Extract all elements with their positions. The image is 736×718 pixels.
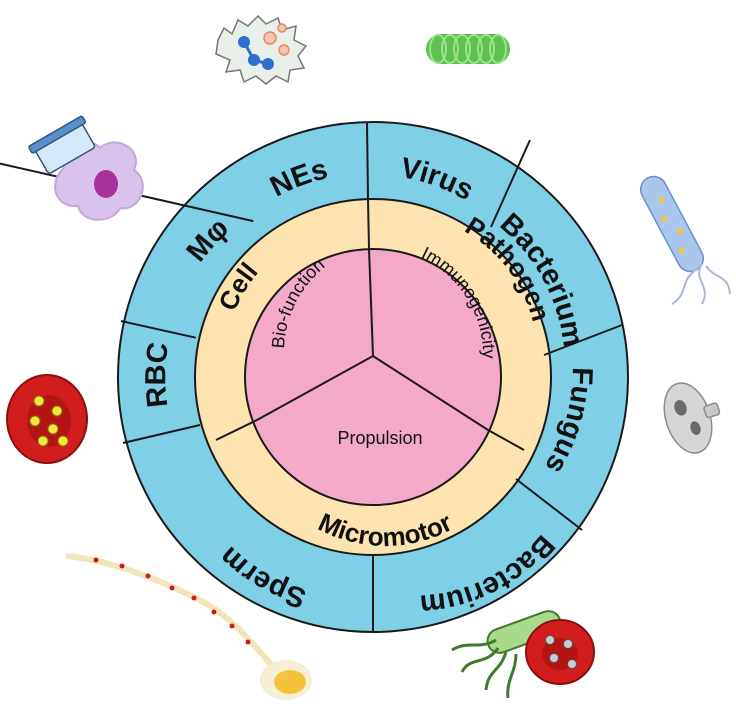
outer-divider-bacterium-fungus bbox=[543, 324, 623, 356]
sperm-cell-icon bbox=[65, 553, 312, 700]
outer-divider-rbc-mphi bbox=[120, 320, 196, 339]
inner-divider-top bbox=[368, 248, 374, 357]
middle-divider-micromotor-cell bbox=[215, 419, 258, 441]
rod-bacterium-icon bbox=[639, 175, 731, 305]
inner-label-propulsion: Propulsion bbox=[337, 428, 422, 448]
virus-capsule-icon bbox=[426, 34, 510, 64]
bacterium-with-rbc-icon bbox=[451, 610, 595, 699]
middle-divider-pathogen-micromotor bbox=[487, 429, 525, 451]
outer-label-rbc: RBC bbox=[140, 341, 175, 409]
macrophage-icon bbox=[28, 115, 144, 221]
middle-divider-cell-pathogen bbox=[367, 198, 370, 250]
outer-divider-nes-virus bbox=[366, 121, 369, 200]
fungal-spore-icon bbox=[663, 382, 721, 454]
ring-layers bbox=[117, 121, 629, 633]
sector-dividers bbox=[0, 121, 623, 632]
immune-cell-icon bbox=[215, 14, 308, 85]
outer-divider-sperm-rbc bbox=[122, 424, 201, 444]
outer-label-rbc-path: RBC bbox=[140, 341, 175, 409]
inner-divider-left bbox=[256, 355, 374, 421]
inner-disk bbox=[244, 248, 502, 506]
outer-divider-virus-bacterium bbox=[490, 139, 531, 228]
red-blood-cell-icon bbox=[6, 374, 88, 464]
inner-divider-right bbox=[372, 355, 489, 431]
outer-divider-fungus-bacterium bbox=[515, 478, 583, 531]
